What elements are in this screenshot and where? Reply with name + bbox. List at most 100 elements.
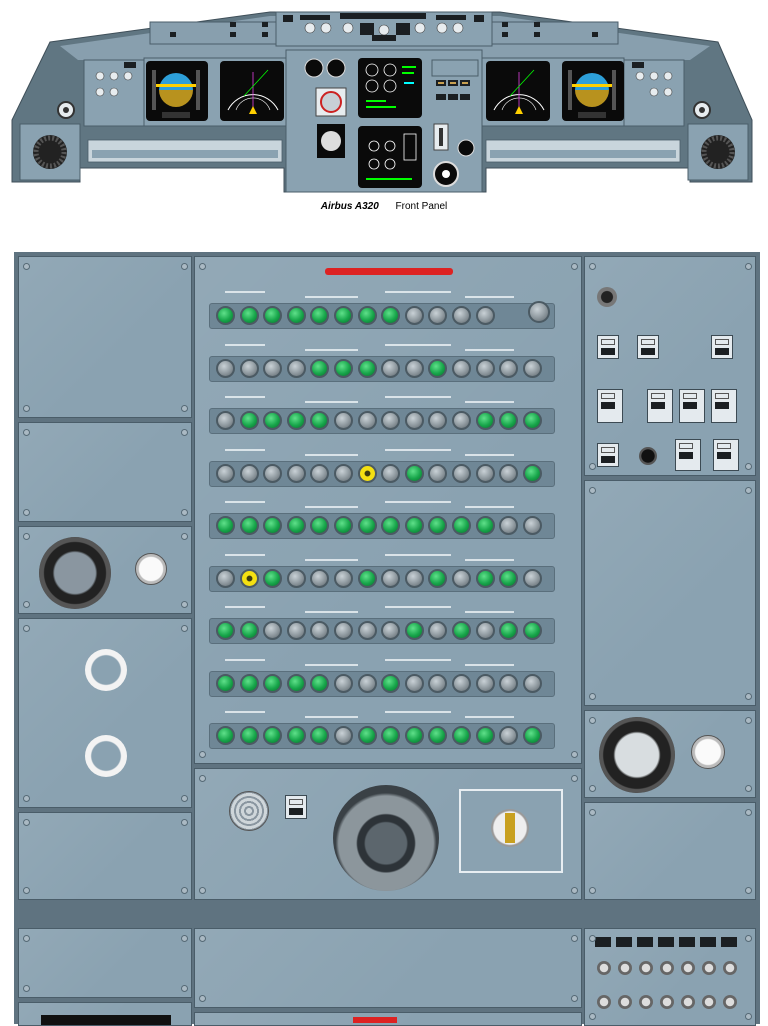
green-pushbutton[interactable] [475, 516, 495, 535]
green-pushbutton[interactable] [428, 568, 448, 588]
grey-pushbutton[interactable] [357, 621, 377, 640]
green-pushbutton[interactable] [475, 411, 495, 430]
rotary-knob-icon[interactable] [597, 287, 617, 307]
grey-pushbutton[interactable] [263, 621, 283, 640]
green-pushbutton[interactable] [239, 673, 259, 693]
green-pushbutton[interactable] [263, 673, 283, 693]
grey-pushbutton[interactable] [452, 463, 471, 483]
grey-pushbutton[interactable] [216, 568, 235, 588]
volume-knob-icon[interactable] [618, 961, 632, 975]
grey-pushbutton[interactable] [381, 463, 401, 483]
green-pushbutton[interactable] [404, 621, 424, 640]
grey-pushbutton[interactable] [381, 568, 401, 588]
volume-knob-icon[interactable] [723, 995, 737, 1009]
green-pushbutton[interactable] [239, 726, 259, 745]
grey-pushbutton[interactable] [286, 463, 306, 483]
grey-pushbutton[interactable] [452, 673, 471, 693]
green-pushbutton[interactable] [216, 673, 235, 693]
green-pushbutton[interactable] [381, 516, 401, 535]
green-pushbutton[interactable] [428, 726, 448, 745]
grey-pushbutton[interactable] [475, 673, 495, 693]
green-pushbutton[interactable] [216, 621, 235, 640]
guarded-switch-9[interactable] [675, 439, 701, 471]
grey-pushbutton[interactable] [404, 358, 424, 378]
green-pushbutton[interactable] [334, 306, 353, 325]
green-pushbutton[interactable] [499, 411, 519, 430]
green-pushbutton[interactable] [239, 411, 259, 430]
green-pushbutton[interactable] [522, 463, 542, 483]
grey-pushbutton[interactable] [334, 463, 353, 483]
volume-knob-icon[interactable] [597, 995, 611, 1009]
volume-knob-icon[interactable] [681, 961, 695, 975]
grey-pushbutton[interactable] [286, 358, 306, 378]
yellow-pushbutton[interactable] [239, 568, 259, 588]
green-pushbutton[interactable] [286, 726, 306, 745]
volume-knob-icon[interactable] [639, 995, 653, 1009]
green-pushbutton[interactable] [475, 568, 495, 588]
green-pushbutton[interactable] [334, 358, 353, 378]
grey-pushbutton[interactable] [334, 673, 353, 693]
grey-pushbutton[interactable] [404, 568, 424, 588]
grey-pushbutton[interactable] [522, 673, 542, 693]
green-pushbutton[interactable] [310, 306, 330, 325]
grey-pushbutton[interactable] [428, 463, 448, 483]
green-pushbutton[interactable] [499, 568, 519, 588]
grey-pushbutton[interactable] [263, 358, 283, 378]
green-pushbutton[interactable] [357, 568, 377, 588]
guarded-switch-5[interactable] [647, 389, 673, 423]
grey-pushbutton[interactable] [216, 411, 235, 430]
green-pushbutton[interactable] [263, 568, 283, 588]
volume-knob-icon[interactable] [639, 961, 653, 975]
grey-pushbutton[interactable] [522, 568, 542, 588]
guarded-switch-6[interactable] [679, 389, 705, 423]
grey-pushbutton[interactable] [499, 358, 519, 378]
green-pushbutton[interactable] [357, 358, 377, 378]
green-pushbutton[interactable] [475, 726, 495, 745]
green-pushbutton[interactable] [499, 621, 519, 640]
yellow-pushbutton[interactable] [357, 463, 377, 483]
grey-pushbutton[interactable] [522, 358, 542, 378]
guarded-switch-8[interactable] [597, 443, 619, 467]
grey-pushbutton[interactable] [522, 516, 542, 535]
grey-pushbutton[interactable] [475, 463, 495, 483]
grey-pushbutton[interactable] [452, 306, 471, 325]
volume-knob-icon[interactable] [597, 961, 611, 975]
green-pushbutton[interactable] [522, 726, 542, 745]
grey-pushbutton[interactable] [357, 673, 377, 693]
standalone-button[interactable] [528, 301, 550, 323]
green-pushbutton[interactable] [334, 516, 353, 535]
grey-pushbutton[interactable] [334, 621, 353, 640]
grey-pushbutton[interactable] [475, 621, 495, 640]
grey-pushbutton[interactable] [286, 621, 306, 640]
grey-pushbutton[interactable] [499, 463, 519, 483]
green-pushbutton[interactable] [239, 306, 259, 325]
green-pushbutton[interactable] [239, 621, 259, 640]
volume-knob-icon[interactable] [702, 995, 716, 1009]
volume-knob-icon[interactable] [660, 995, 674, 1009]
grey-pushbutton[interactable] [499, 673, 519, 693]
volume-knob-icon[interactable] [681, 995, 695, 1009]
green-pushbutton[interactable] [428, 358, 448, 378]
grey-pushbutton[interactable] [428, 306, 448, 325]
green-pushbutton[interactable] [286, 411, 306, 430]
grey-pushbutton[interactable] [334, 726, 353, 745]
green-pushbutton[interactable] [286, 306, 306, 325]
green-pushbutton[interactable] [452, 516, 471, 535]
grey-pushbutton[interactable] [263, 463, 283, 483]
grey-pushbutton[interactable] [428, 673, 448, 693]
guarded-switch-2[interactable] [637, 335, 659, 359]
grey-pushbutton[interactable] [475, 358, 495, 378]
grey-pushbutton[interactable] [475, 306, 495, 325]
grey-pushbutton[interactable] [499, 516, 519, 535]
grey-pushbutton[interactable] [404, 306, 424, 325]
grey-pushbutton[interactable] [404, 411, 424, 430]
grey-pushbutton[interactable] [310, 463, 330, 483]
grey-pushbutton[interactable] [286, 568, 306, 588]
green-pushbutton[interactable] [522, 621, 542, 640]
green-pushbutton[interactable] [216, 726, 235, 745]
guarded-switch-7[interactable] [711, 389, 737, 423]
grey-pushbutton[interactable] [499, 726, 519, 745]
grey-pushbutton[interactable] [452, 358, 471, 378]
grey-pushbutton[interactable] [239, 358, 259, 378]
green-pushbutton[interactable] [404, 726, 424, 745]
